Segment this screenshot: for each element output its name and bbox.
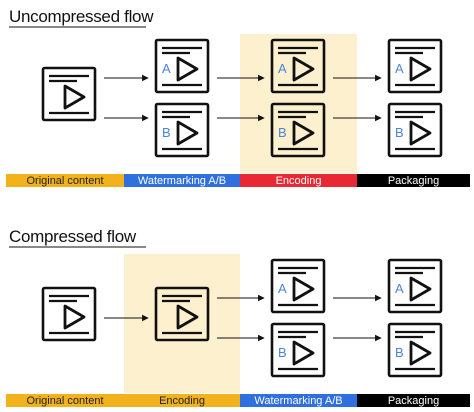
stage-label: Packaging xyxy=(388,395,439,407)
variant-label: A xyxy=(162,61,171,76)
stage-bar xyxy=(240,174,357,187)
variant-label: B xyxy=(395,345,404,360)
stage-label: Watermarking A/B xyxy=(254,395,342,407)
video-file-icon-a: A xyxy=(387,38,443,94)
video-file-icon-a: A xyxy=(270,258,326,314)
video-file-icon-a: A xyxy=(270,38,326,94)
section-title: Uncompressed flow xyxy=(9,7,154,26)
stage-label: Original content xyxy=(26,395,103,407)
video-file-icon-b: B xyxy=(270,322,326,378)
variant-label: B xyxy=(162,125,171,140)
stage-label: Packaging xyxy=(388,175,439,187)
video-file-icon-a: A xyxy=(154,38,210,94)
stage-label: Encoding xyxy=(159,395,205,407)
section-title: Compressed flow xyxy=(9,227,137,246)
video-file-icon-b: B xyxy=(154,102,210,158)
stage-bar xyxy=(6,394,124,407)
stage-bar xyxy=(124,174,240,187)
video-file-icon xyxy=(41,66,97,122)
variant-label: A xyxy=(278,61,287,76)
stage-bar xyxy=(357,394,470,407)
video-file-icon-a: A xyxy=(387,258,443,314)
video-file-icon-b: B xyxy=(387,102,443,158)
video-file-icon xyxy=(154,286,210,342)
variant-label: B xyxy=(278,345,287,360)
video-file-icon-b: B xyxy=(387,322,443,378)
stage-label: Original content xyxy=(26,175,103,187)
video-file-icon-b: B xyxy=(270,102,326,158)
stage-bar xyxy=(240,394,357,407)
stage-bar xyxy=(124,394,240,407)
variant-label: A xyxy=(395,61,404,76)
variant-label: A xyxy=(395,281,404,296)
video-file-icon xyxy=(41,286,97,342)
stage-bar xyxy=(6,174,124,187)
variant-label: B xyxy=(278,125,287,140)
highlight-band xyxy=(124,254,240,393)
stage-bar xyxy=(357,174,470,187)
variant-label: B xyxy=(395,125,404,140)
variant-label: A xyxy=(278,281,287,296)
stage-label: Encoding xyxy=(276,175,322,187)
stage-label: Watermarking A/B xyxy=(138,175,226,187)
